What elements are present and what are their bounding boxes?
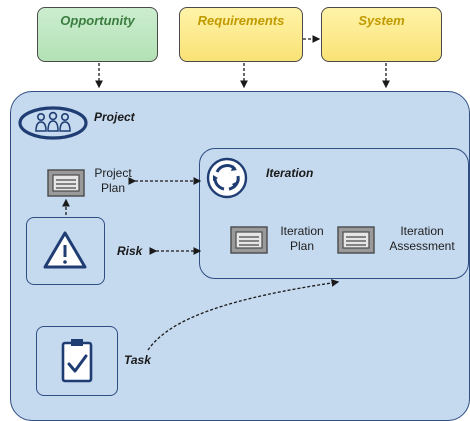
- iteration-title: Iteration: [266, 166, 314, 180]
- iteration-assessment-document-icon: [337, 226, 375, 254]
- risk-label: Risk: [117, 244, 143, 258]
- iteration-assessment-label: Iteration Assessment: [380, 224, 464, 254]
- iteration-plan-label: Iteration Plan: [274, 224, 330, 254]
- iteration-container: [199, 148, 469, 279]
- warning-triangle-icon: [43, 231, 87, 269]
- requirements-box: Requirements: [179, 7, 303, 62]
- system-box: System: [321, 7, 442, 62]
- iteration-plan-document-icon: [230, 226, 268, 254]
- iteration-plan-line1: Iteration: [280, 224, 324, 238]
- system-label: System: [358, 13, 405, 28]
- project-plan-line1: Project: [94, 166, 132, 180]
- project-title: Project: [94, 110, 135, 124]
- iteration-assessment-line2: Assessment: [389, 239, 455, 253]
- iteration-assessment-line1: Iteration: [400, 224, 444, 238]
- task-label: Task: [124, 353, 151, 367]
- cycle-icon: [206, 157, 248, 199]
- opportunity-label: Opportunity: [60, 13, 135, 28]
- task-iteration-curve: [147, 279, 340, 351]
- project-plan-line2: Plan: [100, 181, 126, 195]
- iteration-plan-line2: Plan: [289, 239, 315, 253]
- team-members-icon: [18, 106, 88, 140]
- project-plan-document-icon: [47, 169, 85, 197]
- opportunity-box: Opportunity: [37, 7, 158, 62]
- requirements-label: Requirements: [197, 13, 285, 28]
- clipboard-checklist-icon: [61, 339, 93, 383]
- project-plan-label: Project Plan: [92, 166, 134, 196]
